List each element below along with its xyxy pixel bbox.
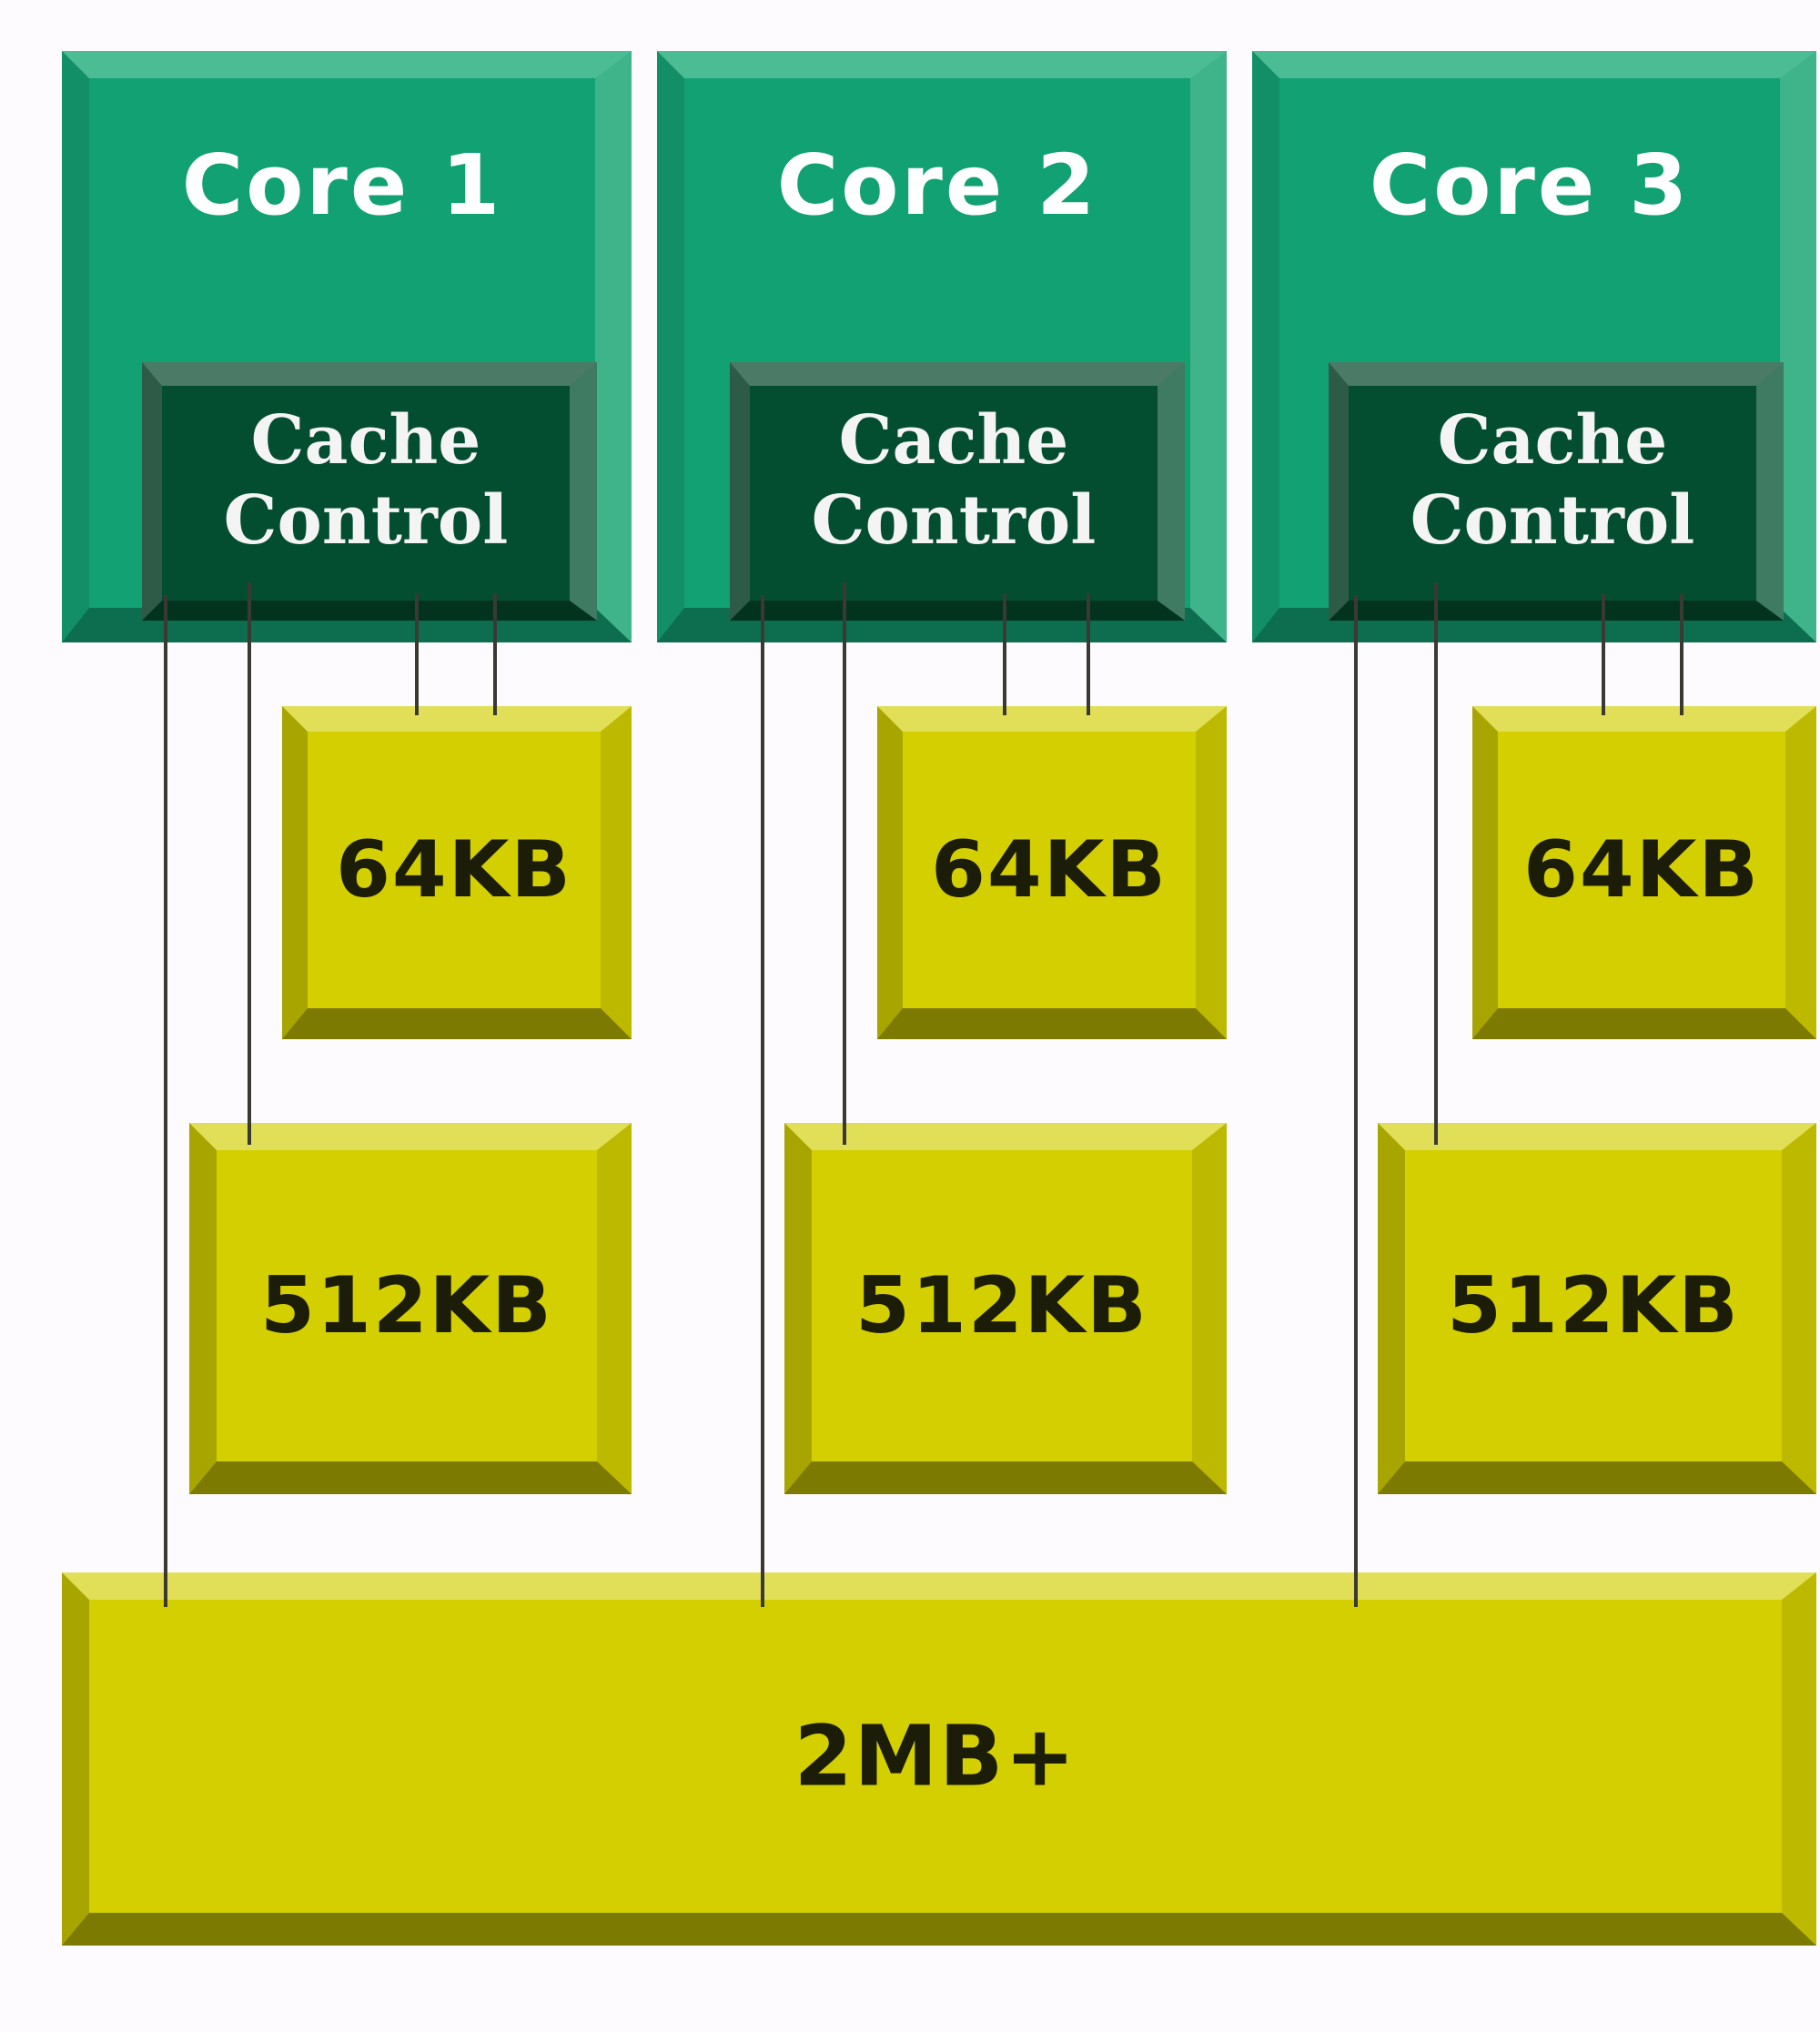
core-3-block: Core 3 Cache Control bbox=[1252, 51, 1816, 642]
core-1-l1-label: 64KB bbox=[336, 824, 572, 915]
core-3-l2-label: 512KB bbox=[1447, 1260, 1740, 1351]
core-2-cache-control-label: Cache Control bbox=[811, 401, 1097, 560]
core-3-l2-cache: 512KB bbox=[1378, 1123, 1816, 1494]
core-3-l1-label: 64KB bbox=[1523, 824, 1760, 915]
core-1-l1-cache: 64KB bbox=[282, 706, 632, 1039]
core-3-l2-wire bbox=[1434, 582, 1438, 1145]
core-3-l3-wire bbox=[1354, 595, 1358, 1607]
core-2-block: Core 2 Cache Control bbox=[657, 51, 1227, 642]
core-2-l1-wire-b bbox=[1087, 593, 1090, 715]
core-3-label: Core 3 bbox=[1369, 136, 1691, 234]
core-2-label: Core 2 bbox=[776, 136, 1098, 234]
core-1-label: Core 1 bbox=[181, 136, 503, 234]
core-2-l3-wire bbox=[761, 595, 764, 1607]
core-3-l1-wire-a bbox=[1602, 593, 1605, 715]
core-1-block: Core 1 Cache Control bbox=[62, 51, 632, 642]
core-3-l1-cache: 64KB bbox=[1472, 706, 1816, 1039]
core-1-l2-cache: 512KB bbox=[189, 1123, 632, 1494]
core-2-l2-wire bbox=[843, 582, 846, 1145]
core-2-l2-cache: 512KB bbox=[784, 1123, 1227, 1494]
core-1-l1-wire-a bbox=[415, 593, 419, 715]
core-2-l1-label: 64KB bbox=[931, 824, 1168, 915]
core-3-cache-control: Cache Control bbox=[1329, 362, 1784, 621]
core-3-cache-control-label: Cache Control bbox=[1410, 401, 1695, 560]
shared-l3-cache: 2MB+ bbox=[62, 1572, 1816, 1946]
core-1-l3-wire bbox=[164, 595, 167, 1607]
core-1-l1-wire-b bbox=[493, 593, 497, 715]
core-2-l1-cache: 64KB bbox=[877, 706, 1227, 1039]
core-2-l1-wire-a bbox=[1003, 593, 1006, 715]
shared-l3-label: 2MB+ bbox=[794, 1707, 1077, 1805]
core-2-cache-control: Cache Control bbox=[730, 362, 1185, 621]
core-1-cache-control: Cache Control bbox=[142, 362, 597, 621]
core-3-l1-wire-b bbox=[1680, 593, 1684, 715]
core-1-l2-label: 512KB bbox=[260, 1260, 553, 1351]
core-1-l2-wire bbox=[248, 582, 251, 1145]
core-2-l2-label: 512KB bbox=[855, 1260, 1148, 1351]
core-1-cache-control-label: Cache Control bbox=[223, 401, 509, 560]
